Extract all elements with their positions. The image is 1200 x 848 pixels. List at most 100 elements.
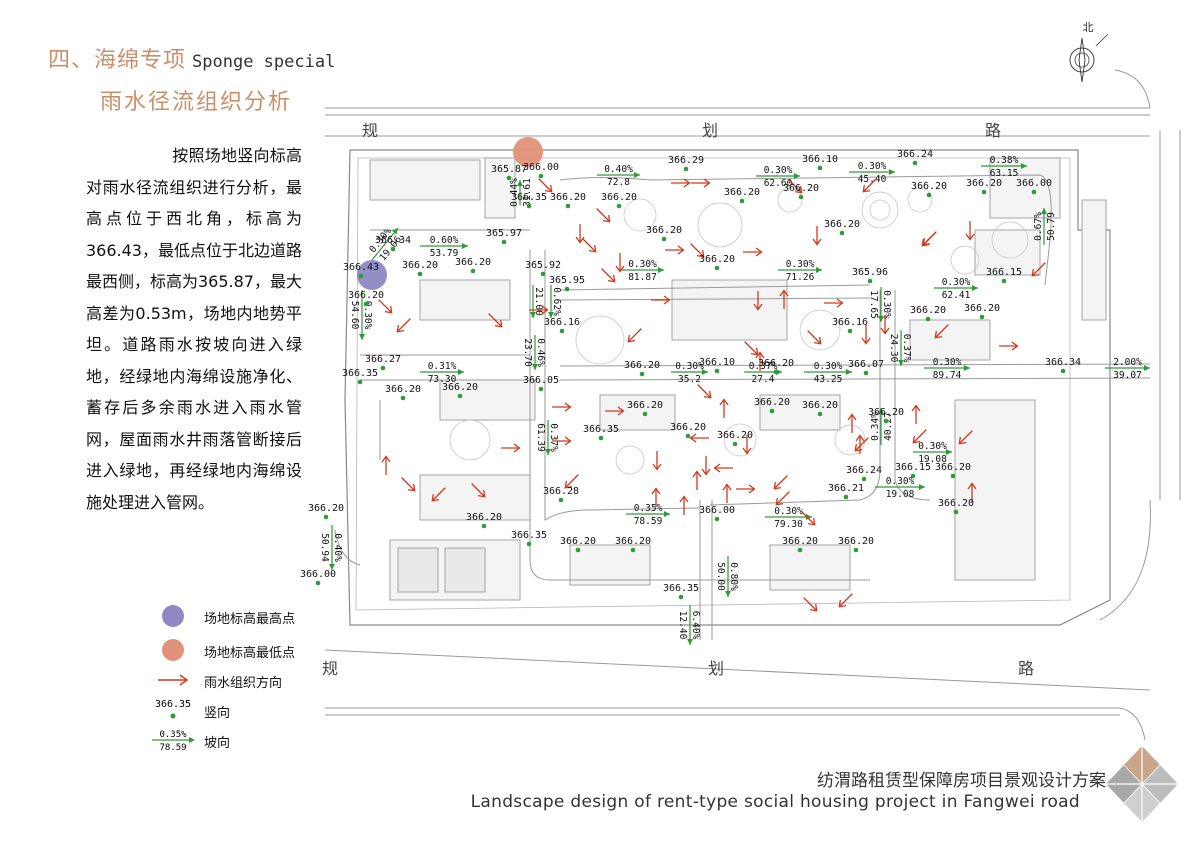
slope-percent: 0.30% <box>814 361 843 372</box>
slope-length: 63.15 <box>990 168 1019 179</box>
elevation-label: 366.20 <box>615 536 651 547</box>
slope-annotation: 0.34%40.27 <box>870 412 894 441</box>
slope-percent: 0.37% <box>749 361 778 372</box>
slope-percent: 0.30% <box>786 259 815 270</box>
road-labels: 规划路规划路 <box>322 121 1034 678</box>
flow-arrow <box>596 208 611 223</box>
elevation-label: 366.10 <box>802 154 838 165</box>
elevation-label: 366.20 <box>754 397 790 408</box>
flow-arrow <box>934 324 949 339</box>
elevation-label: 366.20 <box>385 384 421 395</box>
slope-arrowhead <box>359 334 365 340</box>
slope-length: 54.60 <box>349 301 360 330</box>
elevation-dot <box>861 476 867 482</box>
elevation-dot <box>797 547 803 553</box>
slope-length: 53.79 <box>430 248 459 259</box>
flow-arrow <box>999 341 1019 351</box>
elevation-label: 366.20 <box>758 358 794 369</box>
slope-percent: 0.30% <box>942 277 971 288</box>
elevation-dot <box>817 165 823 171</box>
elevation-label: 366.20 <box>627 400 663 411</box>
flow-arrow <box>755 351 765 371</box>
elevation-dot <box>953 509 959 515</box>
flow-arrow <box>501 443 521 453</box>
flow-arrow <box>538 178 553 193</box>
elevation-label: 366.35 <box>342 368 378 379</box>
slope-annotation: 0.30%71.26 <box>786 259 815 283</box>
elevation-label: 366.20 <box>838 536 874 547</box>
slope-annotation: 0.37%24.30 <box>888 334 912 363</box>
elevation-dot <box>1060 368 1066 374</box>
slope-length: 19.08 <box>886 489 915 500</box>
flow-arrow <box>788 179 803 194</box>
elevation-label: 366.34 <box>375 235 411 246</box>
slope-length: 78.59 <box>634 516 663 527</box>
slope-length: 19.08 <box>918 454 947 465</box>
elevation-dot <box>950 473 956 479</box>
slope-length: 72.8 <box>607 177 630 188</box>
lowest-point-icon <box>162 639 184 661</box>
slope-line <box>371 227 399 261</box>
flow-arrow <box>812 226 822 246</box>
slope-annotation: 0.30%43.25 <box>814 361 843 385</box>
slope-arrowhead <box>794 173 800 179</box>
slope-arrowhead <box>878 408 884 414</box>
elevation-dot <box>798 194 804 200</box>
flow-arrow <box>744 341 759 356</box>
elevation-label: 366.20 <box>601 192 637 203</box>
elevation-label: 366.29 <box>668 155 704 166</box>
flow-arrow <box>967 482 977 502</box>
elevation-label: 366.20 <box>824 219 860 230</box>
slope-annotation: 2.00%39.07 <box>1113 357 1142 381</box>
slope-percent: 0.31% <box>428 361 457 372</box>
elevation-dot <box>559 328 565 334</box>
slope-arrowhead <box>658 267 664 273</box>
slope-annotation: 0.67%50.79 <box>1033 212 1057 241</box>
elevation-dot <box>678 594 684 600</box>
elevation-label: 366.20 <box>868 407 904 418</box>
slope-percent: 0.30% <box>675 361 704 372</box>
slope-arrowhead <box>1041 208 1047 214</box>
slope-arrowhead <box>532 364 538 370</box>
flow-arrow <box>779 289 789 309</box>
flow-arrow <box>753 291 763 311</box>
road-label-top: 规 <box>362 121 378 140</box>
slope-percent: 0.38% <box>990 155 1019 166</box>
elevation-dot <box>847 328 853 334</box>
north-label: 北 <box>1083 21 1094 34</box>
flow-arrow <box>679 495 689 515</box>
lowest-point-marker <box>513 137 543 167</box>
slope-arrowhead <box>878 316 884 322</box>
elevation-label: 366.20 <box>911 181 947 192</box>
elevation-label: 366.16 <box>544 317 580 328</box>
flow-arrow <box>847 413 857 433</box>
elevation-label: 366.20 <box>624 360 660 371</box>
flow-arrow <box>743 247 763 257</box>
slope-percent: 0.62% <box>551 287 562 316</box>
elevation-label: 366.15 <box>986 267 1022 278</box>
slope-percent: 0.30% <box>886 476 915 487</box>
slope-percent: 0.30% <box>933 357 962 368</box>
elevation-dot <box>714 368 720 374</box>
elevation-dot <box>400 395 406 401</box>
flow-arrow-icon <box>158 674 189 686</box>
elevation-dot <box>598 435 604 441</box>
flow-arrow <box>807 330 822 345</box>
slope-arrowhead <box>458 369 464 375</box>
footer-title-en: Landscape design of rent-type social hou… <box>470 792 1080 812</box>
slope-arrowhead <box>725 591 731 597</box>
legend-highest: 场地标高最高点 <box>150 604 330 628</box>
elevation-label: 366.20 <box>550 192 586 203</box>
elevation-label: 366.16 <box>832 317 868 328</box>
legend-flow: 雨水组织方向 <box>150 668 330 692</box>
slope-length: 40.27 <box>883 412 894 441</box>
slope-annotation: 0.30%62.60 <box>764 165 793 189</box>
slope-percent: 0.30% <box>774 506 803 517</box>
slope-arrowhead <box>1021 163 1027 169</box>
flow-arrow <box>775 491 790 506</box>
slope-percent: 0.46% <box>535 338 546 367</box>
elevation-label: 366.20 <box>783 183 819 194</box>
elevation-dot <box>457 393 463 399</box>
slope-percent: 0.30% <box>628 259 657 270</box>
